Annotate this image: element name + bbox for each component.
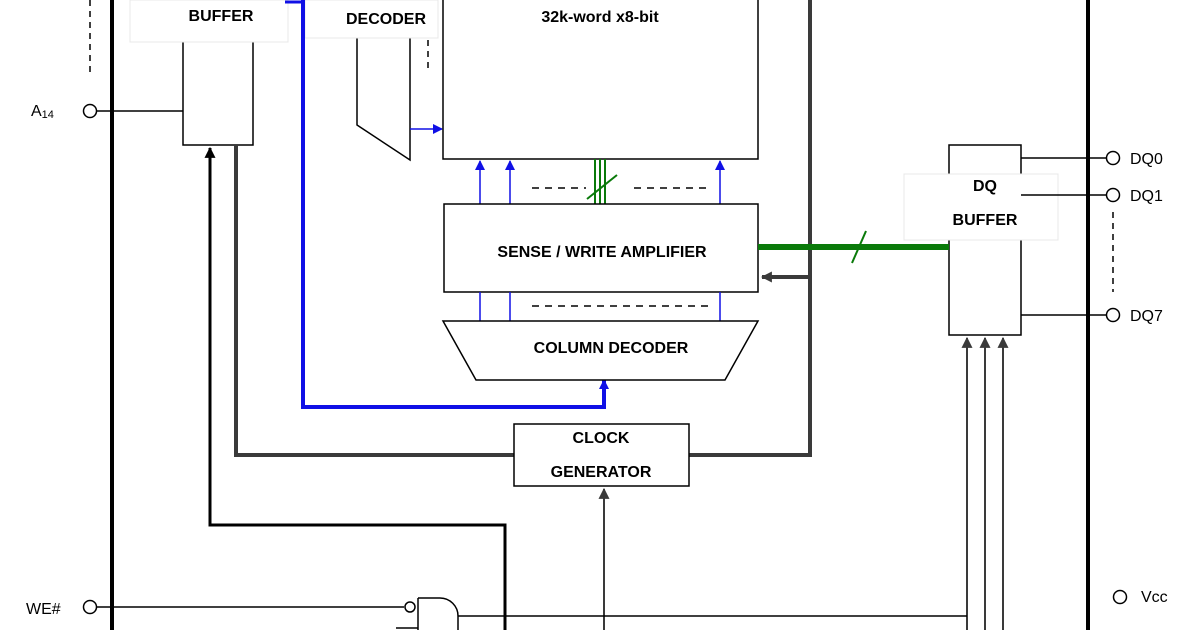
row-decoder-block [356,0,411,162]
address-bus-main [301,0,609,409]
and-gate-inversion-bubble [404,601,416,613]
column-decoder-block [441,320,760,381]
control-loop-right [689,0,812,457]
clock-generator-label-1: CLOCK [573,430,630,447]
and-gate [417,597,459,630]
column-decoder-label: COLUMN DECODER [534,340,689,357]
pin-dq7-circle [1105,307,1121,323]
pin-we-label: WE# [26,601,61,618]
dq-buffer-label-bg [903,173,1059,241]
sense-amp-block [443,203,759,293]
pin-dq1-label: DQ1 [1130,188,1163,205]
pin-a14-circle [82,103,98,119]
sense-amp-label: SENSE / WRITE AMPLIFIER [497,244,707,261]
dq-buffer-label-1: DQ [973,178,997,195]
pin-dq7-label: DQ7 [1130,308,1163,325]
row-decoder-label: DECODER [346,11,426,28]
row-decoder-label-bg [304,0,439,39]
pin-dq0-circle [1105,150,1121,166]
dq-buffer-label-2: BUFFER [953,212,1018,229]
address-buffer-label-bg [129,0,289,43]
address-buffer-control-line [204,146,507,630]
memory-array-label: 32k-word x8-bit [541,9,659,26]
control-loop-line [234,145,514,457]
internal-data-bus-slash [586,174,618,200]
pin-vcc-label: Vcc [1141,589,1168,606]
pin-a14-label: A14 [31,103,54,121]
memory-array-block [442,0,759,160]
pin-vcc-circle [1112,589,1128,605]
pin-we-circle [82,599,98,615]
address-buffer-label: BUFFER [189,8,254,25]
clock-generator-block [513,423,690,487]
pin-dq1-circle [1105,187,1121,203]
clock-generator-label-2: GENERATOR [551,464,652,481]
external-data-bus-slash [851,230,867,264]
pin-dq0-label: DQ0 [1130,151,1163,168]
